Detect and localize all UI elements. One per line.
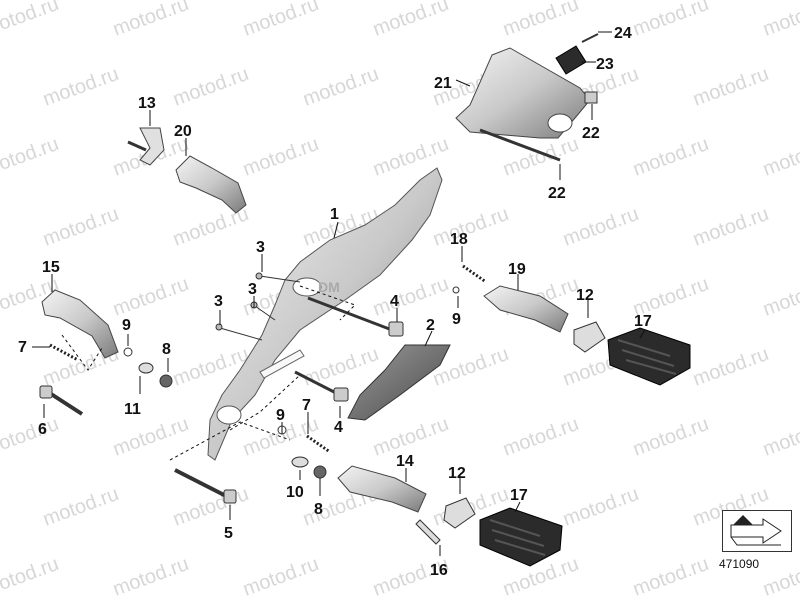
long-bolts — [39, 385, 237, 504]
pillion-bolt — [479, 128, 561, 162]
callout-6: 6 — [38, 421, 47, 438]
callout-1: 1 — [330, 206, 339, 223]
clip-13 — [139, 127, 165, 166]
clip-12-upper — [573, 321, 606, 353]
footrest-14 — [337, 465, 427, 513]
screw-group-3 — [215, 272, 301, 341]
callout-13: 13 — [138, 95, 156, 112]
rubber-peg-upper — [607, 327, 691, 386]
callout-23: 23 — [596, 56, 614, 73]
clip-12-lower — [443, 497, 476, 529]
callout-22b: 22 — [548, 185, 566, 202]
callout-17a: 17 — [634, 313, 652, 330]
bracket-hole-top — [292, 277, 322, 297]
callout-16: 16 — [430, 562, 448, 579]
bracket-logo: DM — [318, 279, 340, 295]
callout-2: 2 — [426, 317, 435, 334]
callout-24: 24 — [614, 25, 632, 42]
callout-9c: 9 — [276, 407, 285, 424]
callout-3c: 3 — [214, 293, 223, 310]
small-pin-24 — [581, 33, 599, 43]
callout-18: 18 — [450, 231, 468, 248]
callout-4b: 4 — [334, 419, 343, 436]
rubber-peg-lower — [479, 507, 563, 567]
callout-8b: 8 — [314, 501, 323, 518]
rubber-damper — [555, 45, 587, 75]
springs — [49, 264, 487, 454]
callout-9b: 9 — [452, 311, 461, 328]
callout-19: 19 — [508, 261, 526, 278]
callout-7b: 7 — [302, 397, 311, 414]
callout-9a: 9 — [122, 317, 131, 334]
footrest-19 — [483, 285, 569, 333]
callout-22a: 22 — [582, 125, 600, 142]
pillion-bolt-head — [584, 91, 598, 104]
callout-12b: 12 — [448, 465, 466, 482]
pin-13 — [127, 140, 147, 152]
callout-8a: 8 — [162, 341, 171, 358]
callout-3a: 3 — [256, 239, 265, 256]
callout-11: 11 — [124, 401, 141, 418]
heel-guard — [347, 344, 451, 421]
view-direction-icon — [722, 510, 792, 552]
split-pin — [415, 519, 441, 545]
leader-lines — [32, 31, 646, 556]
bracket-slot — [259, 349, 305, 379]
callout-15: 15 — [42, 259, 60, 276]
pillion-hole — [547, 113, 573, 133]
diagram-reference-code: 471090 — [719, 557, 760, 571]
callout-17b: 17 — [510, 487, 528, 504]
small-hardware — [123, 286, 460, 479]
callout-labels: 1 2 3 3 3 4 4 5 6 7 7 8 8 9 9 9 10 11 12… — [18, 25, 652, 579]
callout-7a: 7 — [18, 339, 27, 356]
callout-12a: 12 — [576, 287, 594, 304]
alignment-lines — [61, 285, 356, 461]
callout-20: 20 — [174, 123, 192, 140]
footrest-arm-20 — [175, 155, 247, 214]
bolt-group-4 — [294, 296, 404, 402]
callout-10: 10 — [286, 484, 304, 501]
callout-21: 21 — [434, 75, 452, 92]
callout-14: 14 — [396, 453, 414, 470]
rear-footrest-arm — [41, 289, 119, 359]
bracket-hole-bottom — [216, 405, 242, 425]
callout-5: 5 — [224, 525, 233, 542]
callout-4a: 4 — [390, 293, 399, 310]
footrest-bracket — [207, 167, 443, 461]
callout-3b: 3 — [248, 281, 257, 298]
